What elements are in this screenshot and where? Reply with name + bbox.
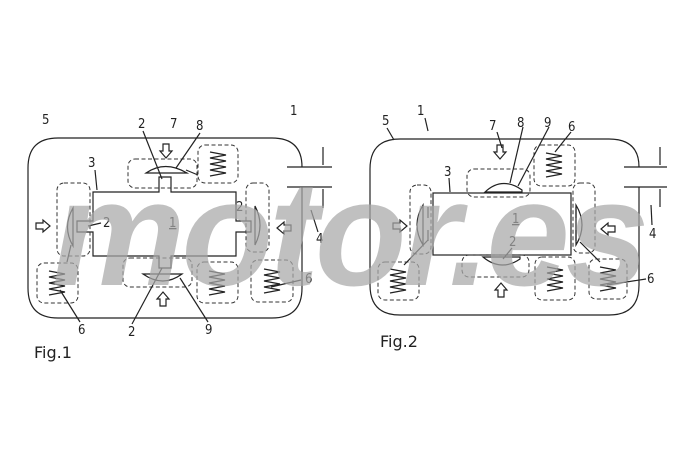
watermark-logo: motor.es xyxy=(52,149,645,317)
figure-caption: Fig.2 xyxy=(380,332,418,351)
housing-outline xyxy=(369,138,640,316)
label-housing: 5 xyxy=(382,114,389,129)
springs xyxy=(48,151,281,296)
label-force: 7 xyxy=(170,117,177,132)
arrow-right-icon xyxy=(35,218,51,234)
figure-caption: Fig.1 xyxy=(34,343,72,362)
left-pad-housing xyxy=(409,184,432,255)
bottom-spring-housing xyxy=(534,256,576,301)
label-body: 1 xyxy=(169,216,176,231)
gap-dimension xyxy=(287,147,332,233)
bottom-pad-housing xyxy=(461,254,530,278)
top-pad xyxy=(144,165,190,174)
label-body: 1 xyxy=(512,212,519,227)
spring-icon xyxy=(208,270,226,296)
label-assembly: 1 xyxy=(417,104,424,119)
leader-lines xyxy=(386,117,647,286)
top-spring-housing xyxy=(533,144,576,187)
force-arrows xyxy=(392,144,616,298)
spring-icon xyxy=(546,266,564,292)
right-pad-housing xyxy=(245,182,270,253)
label-seal: 9 xyxy=(205,323,212,338)
left-spring-housing xyxy=(377,261,420,301)
top-spring-housing xyxy=(197,144,239,184)
arrow-left-icon xyxy=(600,221,616,237)
bottom-spring-housing xyxy=(196,261,239,304)
label-gap: 4 xyxy=(316,232,323,247)
spring-icon xyxy=(545,152,563,178)
label-pad: 8 xyxy=(517,116,524,131)
top-pad-housing xyxy=(466,168,531,198)
reference-numerals: 5 1 7 8 9 6 3 1 2 4 6 xyxy=(382,104,656,287)
label-block: 3 xyxy=(88,156,95,171)
springs xyxy=(389,152,617,294)
spring-icon xyxy=(209,151,227,177)
label-pad: 8 xyxy=(196,119,203,134)
top-pad xyxy=(483,182,523,193)
figure-1: 5 1 2 7 8 3 2 1 2 4 6 6 2 9 Fig.1 xyxy=(27,104,332,362)
label-spring: 6 xyxy=(647,272,654,287)
label-tab: 2 xyxy=(236,200,243,215)
label-gap: 4 xyxy=(649,227,656,242)
label-seal: 9 xyxy=(544,116,551,131)
right-pad xyxy=(575,202,583,248)
bottom-pad xyxy=(481,256,521,266)
housing-outline xyxy=(27,137,303,319)
label-tab: 2 xyxy=(128,325,135,340)
label-assembly: 1 xyxy=(290,104,297,119)
label-tab: 2 xyxy=(509,235,516,250)
reference-numerals: 5 1 2 7 8 3 2 1 2 4 6 6 2 9 xyxy=(42,104,323,340)
top-pad-housing xyxy=(127,158,198,189)
leader-lines xyxy=(59,130,302,325)
left-pad xyxy=(66,205,74,249)
figure-2: 5 1 7 8 9 6 3 1 2 4 6 Fig.2 xyxy=(369,104,667,351)
pad-pins xyxy=(427,207,577,241)
right-pad xyxy=(254,205,261,246)
arrow-left-icon xyxy=(276,220,292,236)
spring-icon xyxy=(599,266,617,292)
right-spring-housing xyxy=(250,259,294,303)
arrow-right-icon xyxy=(392,218,408,234)
label-block: 3 xyxy=(444,165,451,180)
arrow-down-icon xyxy=(492,144,508,160)
spring-icon xyxy=(48,270,66,296)
bottom-pad-housing xyxy=(122,257,193,288)
label-spring: 6 xyxy=(305,272,312,287)
arrow-up-icon xyxy=(493,282,509,298)
label-spring: 6 xyxy=(78,323,85,338)
label-housing: 5 xyxy=(42,113,49,128)
force-arrows xyxy=(35,143,292,307)
arrow-up-icon xyxy=(155,291,171,307)
arrow-down-icon xyxy=(158,143,174,159)
label-force: 7 xyxy=(489,119,496,134)
spring-icon xyxy=(389,268,407,294)
bottom-pad xyxy=(141,273,184,282)
central-block xyxy=(76,176,252,269)
label-spring: 6 xyxy=(568,120,575,135)
label-tab: 2 xyxy=(138,117,145,132)
label-tab: 2 xyxy=(103,216,110,231)
right-pad-housing xyxy=(572,182,596,254)
left-spring-housing xyxy=(36,262,79,304)
gap-dimension xyxy=(624,147,667,226)
spring-icon xyxy=(263,268,281,294)
left-pad-housing xyxy=(56,182,91,257)
right-spring-housing xyxy=(588,258,628,300)
